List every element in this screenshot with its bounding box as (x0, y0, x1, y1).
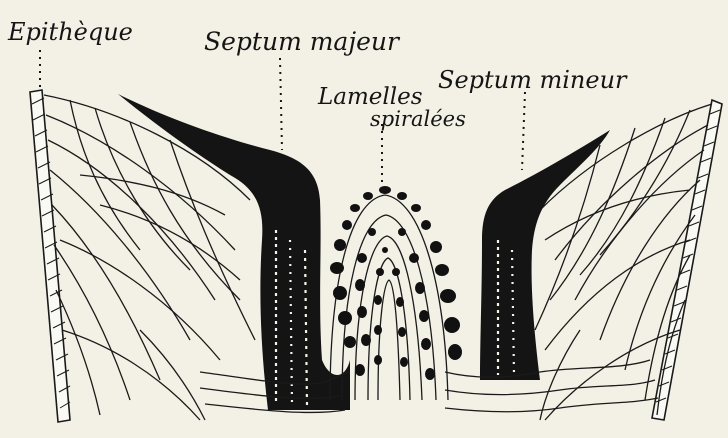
label-septum-mineur: Septum mineur (438, 66, 628, 94)
label-spiralees: spiralées (370, 107, 466, 131)
label-epitheque: Epithèque (7, 18, 133, 46)
label-septum-majeur: Septum majeur (204, 27, 401, 56)
